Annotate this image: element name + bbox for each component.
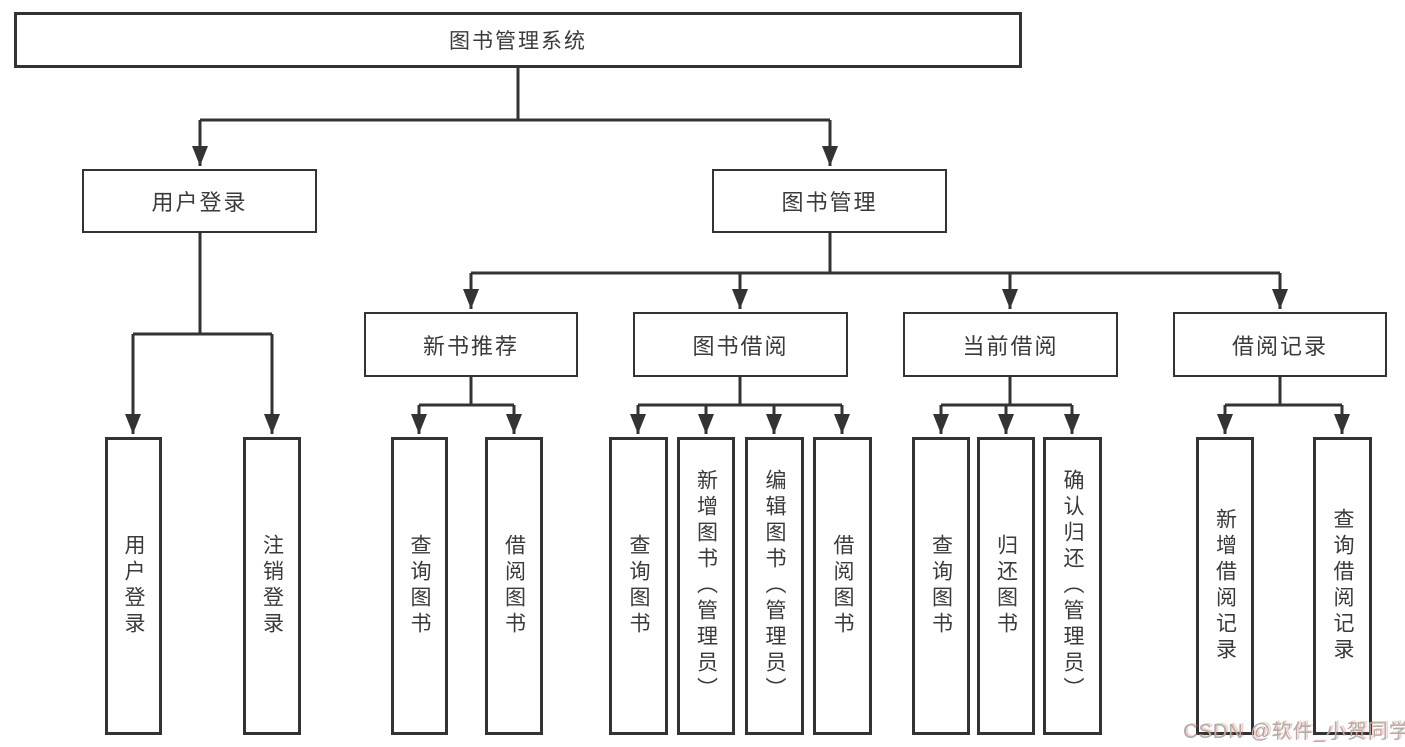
connector-newbook-to-leaves <box>411 377 522 434</box>
leaf-query-books-current: 查询图书 <box>912 437 970 735</box>
leaf-query-books-recommend: 查询图书 <box>391 437 448 735</box>
node-library-management-system: 图书管理系统 <box>14 12 1022 68</box>
connector-current-to-leaves <box>933 377 1080 434</box>
leaf-borrow-books: 借阅图书 <box>813 437 872 735</box>
connector-root-to-level2 <box>192 68 838 166</box>
leaf-logout: 注销登录 <box>243 437 301 735</box>
leaf-borrow-books-recommend: 借阅图书 <box>485 437 543 735</box>
leaf-confirm-return-admin: 确认归还（管理员） <box>1043 437 1102 735</box>
node-current-borrowing: 当前借阅 <box>903 312 1118 377</box>
leaf-query-books-borrow: 查询图书 <box>609 437 668 735</box>
node-user-login: 用户登录 <box>82 169 317 233</box>
leaf-add-books-admin: 新增图书（管理员） <box>677 437 735 735</box>
leaf-user-login: 用户登录 <box>105 437 162 735</box>
csdn-watermark: CSDN @软件_小贺同学 <box>1183 721 1405 743</box>
connector-records-to-leaves <box>1217 377 1350 434</box>
leaf-return-books: 归还图书 <box>977 437 1035 735</box>
connector-borrow-to-leaves <box>630 377 850 434</box>
node-borrowing-records: 借阅记录 <box>1173 312 1387 377</box>
leaf-query-borrow-record: 查询借阅记录 <box>1313 437 1372 735</box>
connector-login-to-leaves <box>125 233 280 434</box>
node-new-book-recommendation: 新书推荐 <box>364 312 578 377</box>
node-book-borrowing: 图书借阅 <box>633 312 848 377</box>
leaf-edit-books-admin: 编辑图书（管理员） <box>745 437 804 735</box>
connector-mgmt-to-level3 <box>463 233 1288 309</box>
node-book-management: 图书管理 <box>712 169 947 233</box>
leaf-add-borrow-record: 新增借阅记录 <box>1196 437 1254 735</box>
